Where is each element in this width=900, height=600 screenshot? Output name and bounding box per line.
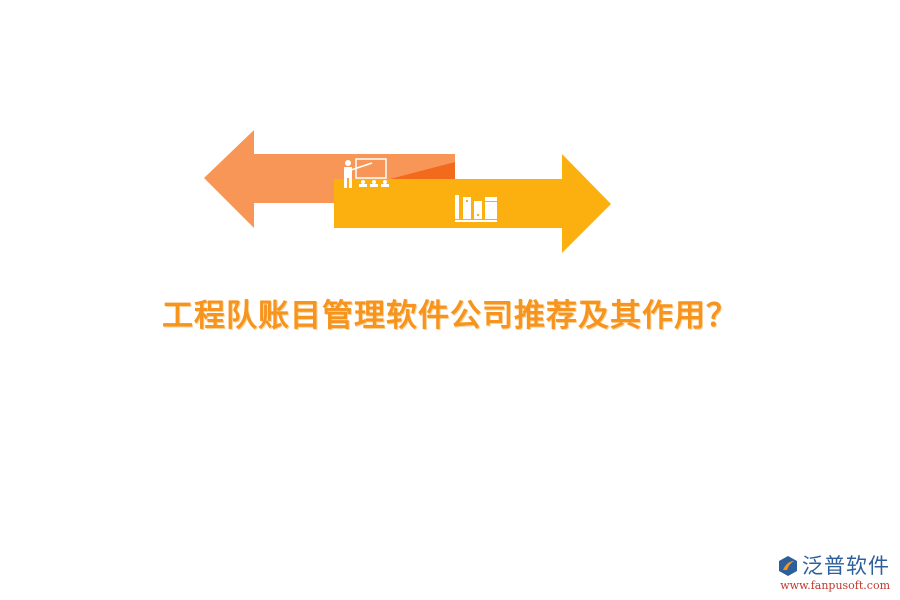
- right-arrow: [334, 154, 611, 253]
- teacher-presentation-icon: [344, 158, 389, 188]
- page-title: 工程队账目管理软件公司推荐及其作用？: [162, 298, 738, 334]
- books-shelf-icon: [455, 195, 497, 222]
- fanpu-logo-icon: [779, 556, 797, 576]
- double-arrow-graphic: [204, 130, 611, 253]
- logo-name: 泛普软件: [802, 554, 890, 578]
- logo-url[interactable]: www.fanpusoft.com: [780, 579, 890, 592]
- left-arrow: [204, 130, 455, 228]
- fanpu-logo[interactable]: 泛普软件 www.fanpusoft.com: [760, 554, 890, 592]
